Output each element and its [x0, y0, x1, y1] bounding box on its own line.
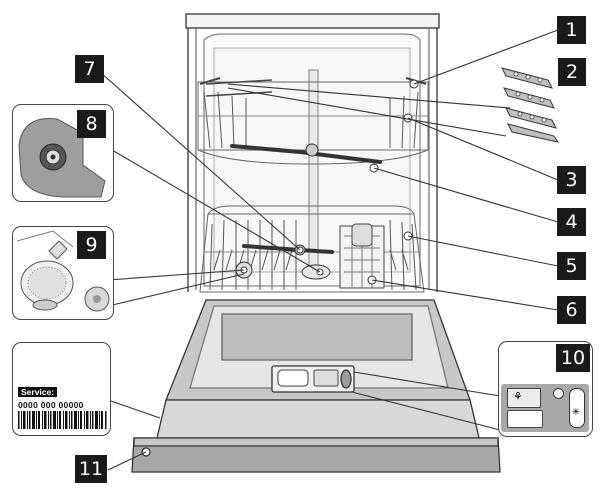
leader-service	[107, 399, 161, 419]
callout-9: 9	[77, 231, 106, 259]
salt-reservoir-illustration	[16, 230, 110, 312]
cup-shelf-illustration	[501, 67, 560, 143]
barcode-icon	[18, 411, 107, 429]
callout-leader-lines	[99, 29, 559, 471]
callout-4: 4	[557, 208, 586, 236]
leader-10	[351, 391, 509, 433]
leader-9b	[107, 273, 245, 307]
lower-basket	[199, 205, 425, 293]
inset-service-label: Service: 0000 000 00000	[12, 342, 111, 436]
leader-1	[413, 29, 559, 85]
leader-2b	[227, 87, 507, 137]
callout-7: 7	[75, 55, 104, 83]
dishwasher-cabinet	[185, 13, 440, 292]
leader-2a	[227, 83, 511, 109]
leader-3	[407, 117, 559, 181]
detergent-compartment	[507, 388, 541, 408]
callout-2: 2	[558, 58, 586, 86]
leader-4	[373, 167, 559, 223]
callout-11: 11	[75, 455, 107, 483]
callout-1: 1	[557, 16, 586, 44]
filter-illustration	[18, 118, 106, 198]
callout-5: 5	[557, 252, 586, 280]
detergent-icon: ⚘	[513, 391, 523, 403]
leader-6	[371, 279, 559, 311]
leader-10b	[353, 371, 501, 397]
leader-8	[111, 149, 321, 273]
callout-3: 3	[557, 166, 586, 194]
callout-6: 6	[557, 296, 586, 324]
callout-8: 8	[77, 110, 106, 138]
rinse-aid-reservoir	[569, 388, 585, 428]
indicator-dot	[553, 388, 564, 399]
leader-11	[107, 451, 147, 471]
leader-7	[99, 71, 301, 251]
inset-cup-shelves	[496, 58, 564, 144]
service-label-title: Service:	[18, 387, 58, 397]
dispenser-lid-latch	[507, 410, 543, 428]
dishwasher-door	[131, 299, 501, 473]
rinse-aid-icon: ✳	[571, 407, 581, 418]
leader-5	[407, 235, 559, 267]
callout-10: 10	[556, 344, 590, 372]
service-label-code: 0000 000 00000	[18, 400, 84, 410]
leader-9a	[107, 269, 245, 281]
